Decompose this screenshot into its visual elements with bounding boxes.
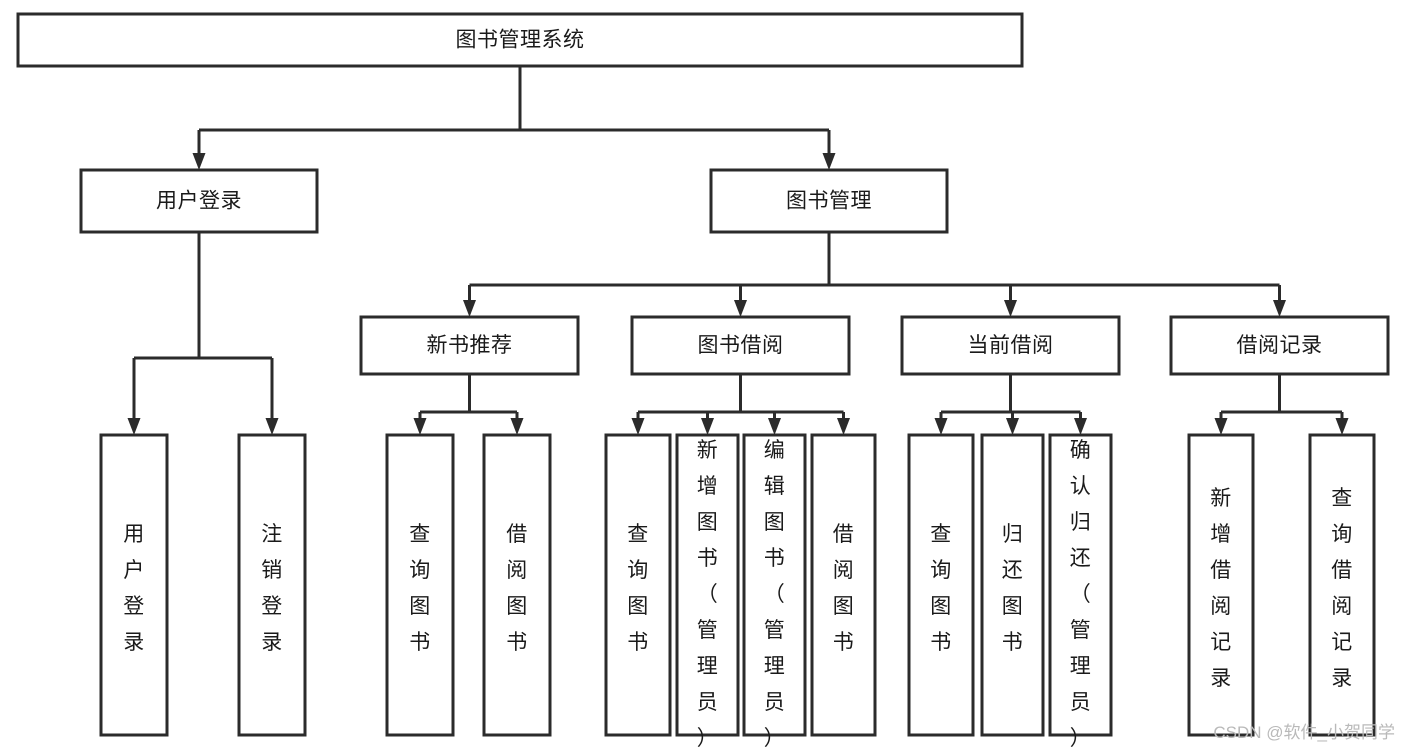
node-box [900, 315, 1121, 376]
node-label-vertical: 查询图书 [930, 523, 952, 654]
node-root[interactable]: 图书管理系统 [16, 12, 1024, 68]
node-box [237, 433, 307, 737]
node-leaf-logout[interactable]: 注销登录 [237, 433, 307, 737]
node-label-vertical: 新增借阅记录 [1210, 487, 1232, 690]
node-label-vertical: 编辑图书（管理员） [764, 439, 786, 747]
node-borrow-record[interactable]: 借阅记录 [1169, 315, 1390, 376]
node-label: 新书推荐 [427, 334, 513, 357]
node-label-vertical: 借阅图书 [833, 523, 855, 654]
node-book-borrow[interactable]: 图书借阅 [630, 315, 851, 376]
node-leaf-query-record[interactable]: 查询借阅记录 [1308, 433, 1376, 737]
watermark-label: CSDN @软件_小贺同学 [1213, 723, 1395, 742]
node-leaf-query-book-1[interactable]: 查询图书 [385, 433, 455, 737]
node-leaf-confirm-return[interactable]: 确认归还（管理员） [1048, 433, 1113, 747]
node-leaf-return-book[interactable]: 归还图书 [980, 433, 1045, 737]
node-box [1187, 433, 1255, 737]
node-label: 用户登录 [156, 190, 242, 213]
node-new-book-rec[interactable]: 新书推荐 [359, 315, 580, 376]
node-label-vertical: 查询图书 [409, 523, 431, 654]
edge-layer [127, 66, 1349, 435]
node-box [16, 12, 1024, 68]
node-box [359, 315, 580, 376]
node-user-login[interactable]: 用户登录 [79, 168, 319, 234]
node-label-vertical: 查询图书 [627, 523, 649, 654]
node-label-vertical: 注销登录 [261, 523, 283, 654]
node-box [810, 433, 877, 737]
node-label-vertical: 确认归还（管理员） [1070, 439, 1092, 747]
node-label-vertical: 用户登录 [123, 523, 145, 654]
node-label: 图书管理系统 [456, 29, 585, 52]
node-label-vertical: 归还图书 [1002, 523, 1024, 654]
node-box [1308, 433, 1376, 737]
node-box [675, 433, 740, 737]
node-box [604, 433, 672, 737]
node-book-manage[interactable]: 图书管理 [709, 168, 949, 234]
node-current-borrow[interactable]: 当前借阅 [900, 315, 1121, 376]
node-box [99, 433, 169, 737]
node-leaf-add-book[interactable]: 新增图书（管理员） [675, 433, 740, 747]
node-label: 图书管理 [786, 190, 872, 213]
node-box [1048, 433, 1113, 737]
node-leaf-add-record[interactable]: 新增借阅记录 [1187, 433, 1255, 737]
node-label: 图书借阅 [698, 334, 784, 357]
node-label-vertical: 借阅图书 [506, 523, 528, 654]
node-box [482, 433, 552, 737]
node-box [79, 168, 319, 234]
node-box [709, 168, 949, 234]
node-box [385, 433, 455, 737]
node-label: 借阅记录 [1237, 334, 1323, 357]
node-leaf-edit-book[interactable]: 编辑图书（管理员） [742, 433, 807, 747]
node-label-vertical: 查询借阅记录 [1331, 487, 1353, 690]
node-layer: 图书管理系统用户登录图书管理新书推荐图书借阅当前借阅借阅记录用户登录注销登录查询… [16, 12, 1390, 747]
node-box [980, 433, 1045, 737]
node-box [907, 433, 975, 737]
node-box [1169, 315, 1390, 376]
node-label-vertical: 新增图书（管理员） [697, 439, 719, 747]
node-leaf-query-book-2[interactable]: 查询图书 [604, 433, 672, 737]
node-leaf-query-book-3[interactable]: 查询图书 [907, 433, 975, 737]
node-leaf-borrow-book-1[interactable]: 借阅图书 [482, 433, 552, 737]
node-leaf-borrow-book-2[interactable]: 借阅图书 [810, 433, 877, 737]
node-leaf-user-login[interactable]: 用户登录 [99, 433, 169, 737]
node-label: 当前借阅 [968, 334, 1054, 357]
node-box [742, 433, 807, 737]
node-box [630, 315, 851, 376]
